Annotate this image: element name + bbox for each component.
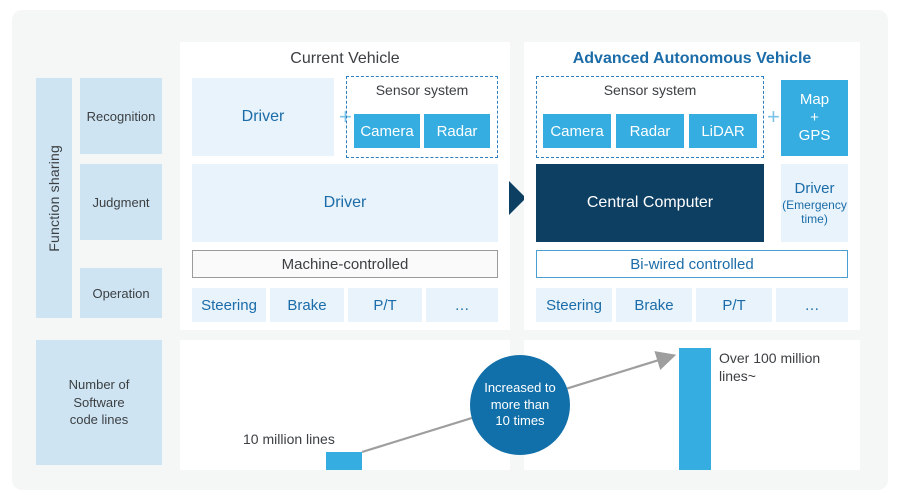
row-label-recognition-text: Recognition bbox=[86, 108, 156, 124]
actuator-brake-advanced-text: Brake bbox=[634, 296, 674, 314]
row-label-recognition: Recognition bbox=[80, 78, 162, 154]
row-label-operation: Operation bbox=[80, 268, 162, 318]
driver-judgment-text: Driver bbox=[323, 194, 367, 211]
actuator-steering-current: Steering bbox=[192, 288, 266, 322]
software-code-lines-label: Number of Software code lines bbox=[36, 340, 162, 465]
map-gps-box: Map + GPS bbox=[781, 80, 848, 156]
sensor-system-group-advanced: Sensor system bbox=[536, 76, 764, 158]
bar-current-vehicle bbox=[326, 452, 362, 470]
advanced-vehicle-panel: Advanced Autonomous Vehicle Sensor syste… bbox=[524, 42, 860, 330]
driver-emergency-line1: Driver bbox=[794, 179, 835, 197]
sensor-camera-advanced-text: Camera bbox=[550, 122, 604, 140]
sensor-radar-current-text: Radar bbox=[436, 122, 478, 140]
row-label-judgment-text: Judgment bbox=[92, 194, 150, 210]
actuator-brake-current: Brake bbox=[270, 288, 344, 322]
map-gps-line2: + bbox=[810, 109, 819, 126]
current-vehicle-panel: Current Vehicle Driver + Sensor system C… bbox=[180, 42, 510, 330]
function-sharing-text: Function sharing bbox=[46, 144, 62, 252]
plus-icon-advanced: + bbox=[767, 104, 780, 129]
actuator-steering-current-text: Steering bbox=[201, 296, 257, 314]
central-computer-box: Central Computer bbox=[536, 164, 764, 242]
row-label-judgment: Judgment bbox=[80, 164, 162, 240]
sensor-system-title-advanced: Sensor system bbox=[603, 82, 697, 98]
software-lines-line2: Software bbox=[73, 394, 125, 410]
growth-annotation-line1: Increased to bbox=[484, 379, 556, 395]
actuator-more-current-text: … bbox=[454, 296, 470, 314]
bi-wired-controlled-bar: Bi-wired controlled bbox=[536, 250, 848, 278]
sensor-lidar-advanced-text: LiDAR bbox=[701, 122, 745, 140]
sensor-system-title-current: Sensor system bbox=[375, 82, 469, 98]
sensor-system-group-current: Sensor system bbox=[346, 76, 498, 158]
plus-icon-recognition: + bbox=[339, 104, 352, 129]
sensor-camera-advanced: Camera bbox=[543, 114, 611, 148]
machine-controlled-bar: Machine-controlled bbox=[192, 250, 498, 278]
actuator-brake-current-text: Brake bbox=[287, 296, 327, 314]
actuator-more-current: … bbox=[426, 288, 498, 322]
bar-label-advanced: Over 100 million lines~ bbox=[719, 350, 821, 384]
sensor-radar-current: Radar bbox=[424, 114, 490, 148]
map-gps-line1: Map bbox=[799, 91, 830, 108]
transition-arrow-icon bbox=[509, 181, 526, 215]
advanced-vehicle-title: Advanced Autonomous Vehicle bbox=[572, 50, 812, 67]
actuator-pt-current-text: P/T bbox=[373, 296, 397, 314]
map-gps-line3: GPS bbox=[798, 127, 831, 144]
code-lines-panel-current bbox=[180, 340, 510, 470]
row-label-operation-text: Operation bbox=[92, 285, 150, 301]
growth-annotation-line3: 10 times bbox=[495, 413, 545, 429]
driver-emergency-box: Driver (Emergency time) bbox=[781, 164, 848, 242]
sensor-radar-advanced-text: Radar bbox=[629, 122, 671, 140]
bi-wired-controlled-text: Bi-wired controlled bbox=[630, 255, 754, 273]
actuator-pt-advanced-text: P/T bbox=[722, 296, 746, 314]
sensor-camera-current: Camera bbox=[354, 114, 420, 148]
software-lines-line1: Number of bbox=[68, 377, 130, 393]
growth-annotation-badge: Increased to more than 10 times bbox=[470, 355, 570, 455]
driver-recognition-text: Driver bbox=[241, 108, 285, 125]
driver-emergency-line2: (Emergency bbox=[782, 197, 847, 212]
central-computer-text: Central Computer bbox=[586, 194, 714, 211]
actuator-steering-advanced: Steering bbox=[536, 288, 612, 322]
bar-advanced-vehicle bbox=[679, 348, 711, 470]
current-vehicle-title: Current Vehicle bbox=[290, 50, 400, 67]
actuator-pt-advanced: P/T bbox=[696, 288, 772, 322]
sensor-lidar-advanced: LiDAR bbox=[689, 114, 757, 148]
driver-emergency-line3: time) bbox=[801, 212, 828, 226]
actuator-more-advanced: … bbox=[776, 288, 848, 322]
sensor-camera-current-text: Camera bbox=[360, 122, 414, 140]
software-lines-line3: code lines bbox=[69, 412, 129, 428]
actuator-brake-advanced: Brake bbox=[616, 288, 692, 322]
actuator-pt-current: P/T bbox=[348, 288, 422, 322]
driver-judgment-box: Driver bbox=[192, 164, 498, 242]
machine-controlled-text: Machine-controlled bbox=[281, 255, 409, 273]
function-sharing-label: Function sharing bbox=[36, 78, 72, 318]
growth-annotation-line2: more than bbox=[490, 396, 550, 412]
sensor-radar-advanced: Radar bbox=[616, 114, 684, 148]
bar-label-current: 10 million lines bbox=[243, 431, 335, 447]
actuator-steering-advanced-text: Steering bbox=[546, 296, 602, 314]
driver-recognition-box: Driver bbox=[192, 78, 334, 156]
actuator-more-advanced-text: … bbox=[804, 296, 820, 314]
